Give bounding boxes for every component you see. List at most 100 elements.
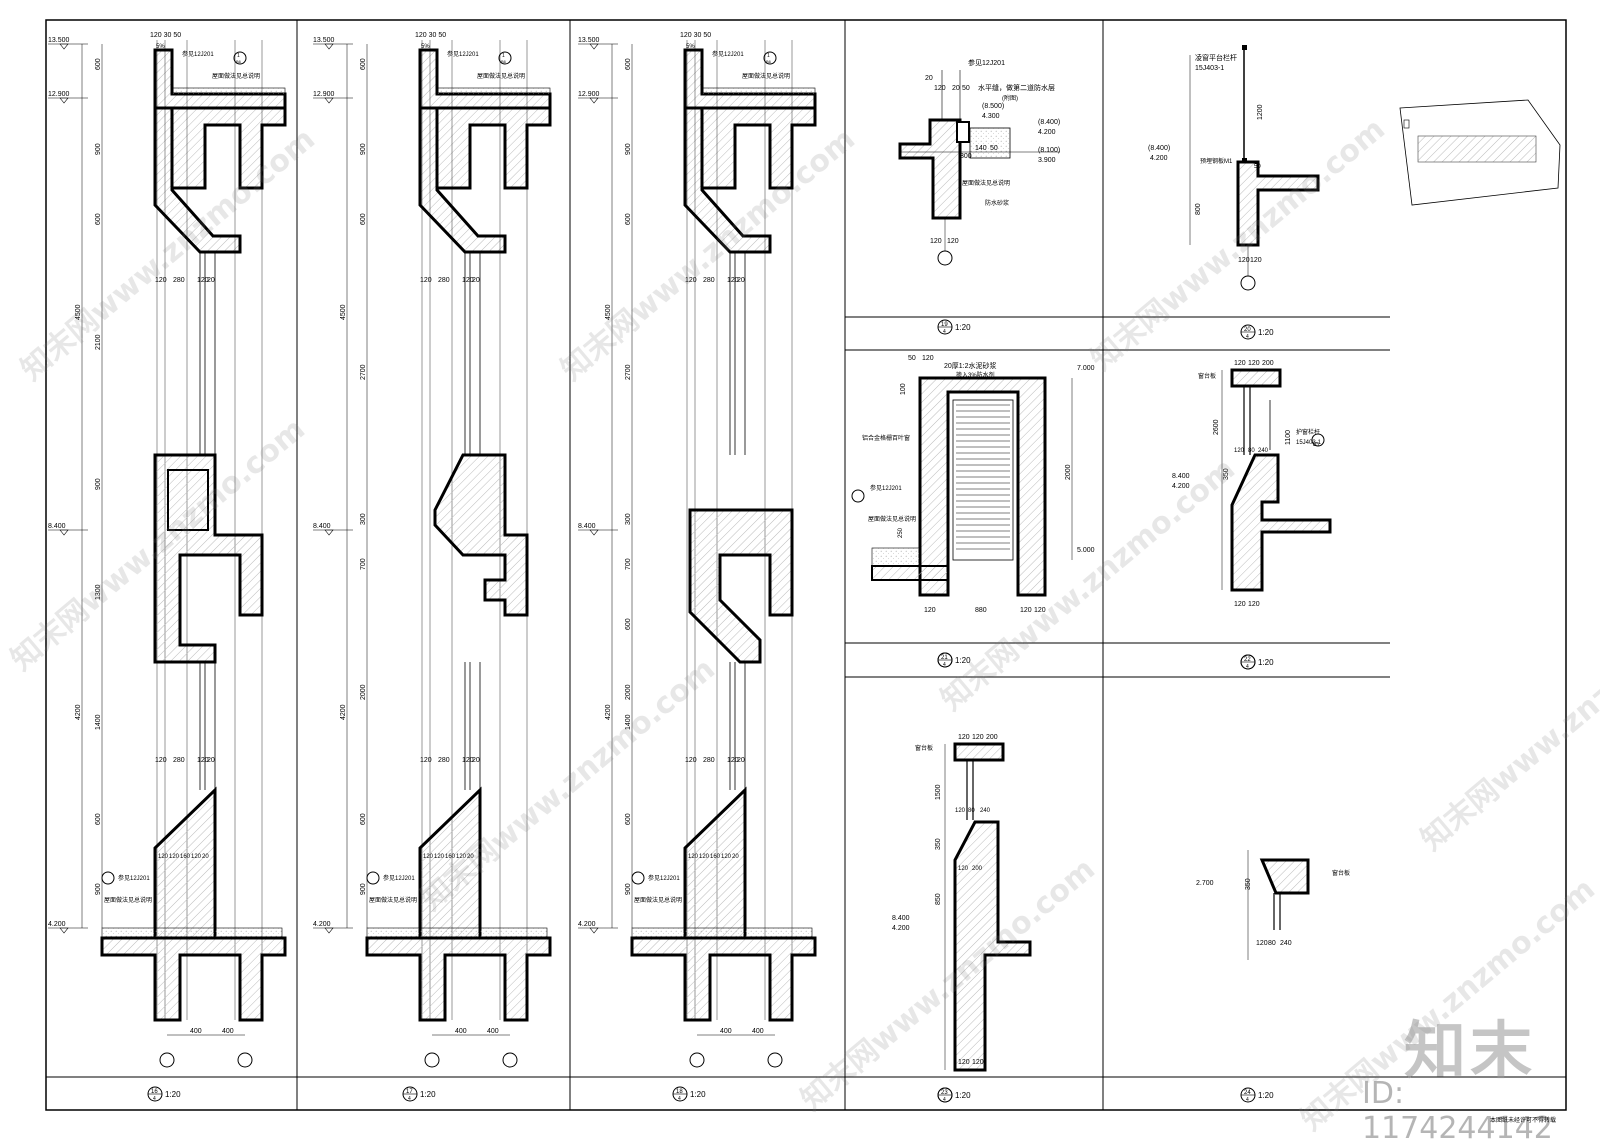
- p23-dim-m3: 240: [980, 808, 991, 814]
- title-sheet-20: 4: [1246, 334, 1249, 340]
- level-1: 12.900: [48, 91, 70, 98]
- vdim-9: 600: [360, 813, 367, 825]
- axis-a: [424, 1052, 440, 1068]
- p22-dim-t3: 200: [1262, 360, 1274, 367]
- level-mark: [589, 97, 599, 104]
- vdim-9: 600: [95, 813, 102, 825]
- p23-dim-350: 350: [935, 838, 942, 850]
- detail-20: 凌窗平台栏杆 15J403-1 1200 50 800 (8.400) 4.20…: [1148, 45, 1320, 291]
- hdim-1-2: 120: [727, 757, 739, 764]
- axis-dim-a: 400: [455, 1028, 467, 1035]
- vdim-11: 600: [625, 813, 632, 825]
- p20-note-rail: 凌窗平台栏杆: [1195, 53, 1237, 62]
- p19-lvl-8100: (8.100): [1038, 147, 1060, 154]
- roof-note-low: 屋面做法见总说明: [634, 896, 682, 904]
- level-mark: [59, 529, 69, 536]
- p23-dim-m1: 120: [955, 808, 966, 814]
- upper-beam: [700, 106, 817, 190]
- footer-note: 本图纸未经许可不得转载: [1490, 1118, 1557, 1124]
- vdim-8: 2000: [625, 684, 632, 700]
- title-sheet-21: 4: [943, 662, 946, 668]
- p19-note-joint: 水平缝，做第二道防水层: [978, 83, 1055, 92]
- hdim-0-3: 20: [207, 277, 215, 284]
- level-mark: [589, 43, 599, 50]
- ref-circle-sheet: B6: [236, 59, 242, 64]
- top-dims: 120 30 50: [415, 32, 446, 39]
- p20-dim-1200: 1200: [1257, 104, 1264, 120]
- roof-note-top: 屋面做法见总说明: [212, 72, 260, 80]
- vdim-8: 4200: [75, 704, 82, 720]
- p19-dim-bottom-b: 120: [947, 238, 959, 245]
- vdim-5: 900: [95, 478, 102, 490]
- p21-dim-50: 50: [908, 355, 916, 362]
- vdim-3: 2100: [95, 334, 102, 350]
- hdim-1-0: 120: [420, 757, 432, 764]
- p24-dim-b2: 80: [1268, 940, 1276, 947]
- hdim-1-1: 280: [438, 757, 450, 764]
- p21-dim-100: 100: [900, 383, 907, 395]
- title-sheet-24: 4: [1246, 1097, 1249, 1103]
- p23-lvl-4200: 4.200: [892, 925, 910, 932]
- hdim-1-2: 120: [462, 757, 474, 764]
- hdim-1-2: 120: [197, 757, 209, 764]
- hdim-0-1: 280: [703, 277, 715, 284]
- axis-dim-a: 400: [720, 1028, 732, 1035]
- ref-note-top: 参见12J201: [182, 50, 214, 58]
- p20-dim-b2: 120: [1250, 257, 1262, 264]
- roof-layer: [171, 87, 286, 95]
- p21-note-ref: 参见12J201: [870, 484, 902, 492]
- p21-dim-b120c: 120: [1034, 607, 1046, 614]
- title-sheet-19: 4: [943, 329, 946, 335]
- p21-dim-b120: 120: [924, 607, 936, 614]
- title-num-24: 24: [1244, 1090, 1251, 1096]
- p22-dim-m1: 120: [1234, 448, 1245, 454]
- hdim-1-3: 20: [207, 757, 215, 764]
- hdim-0-1: 280: [173, 277, 185, 284]
- vdim-9: 1400: [625, 714, 632, 730]
- title-scale-24: 1:20: [1258, 1091, 1274, 1100]
- p19-note-mortar: 防水砂浆: [985, 199, 1009, 207]
- drawing-id: ID: 1174244142: [1362, 1076, 1553, 1146]
- vdim-7: 600: [625, 618, 632, 630]
- p23-dim-m2: 80: [968, 808, 975, 814]
- hdim-0-2: 120: [462, 277, 474, 284]
- slab-dim-4: 20: [202, 854, 209, 860]
- vdim-4: 4500: [75, 304, 82, 320]
- hdim-1-0: 120: [155, 757, 167, 764]
- vdim-2: 600: [95, 213, 102, 225]
- title-num-18: 18: [676, 1089, 683, 1095]
- level-2: 8.400: [578, 523, 596, 530]
- p19-dim-20: 20: [925, 75, 933, 82]
- slab-dim-3: 120: [456, 854, 467, 860]
- p20-note-plate: 预埋钢板M1: [1200, 157, 1233, 165]
- vdim-4: 4500: [605, 304, 612, 320]
- axis-b: [502, 1052, 518, 1068]
- hdim-0-0: 120: [155, 277, 167, 284]
- vdim-2: 600: [360, 213, 367, 225]
- p22-dim-1100: 1100: [1285, 430, 1292, 445]
- p21-lvl-5000: 5.000: [1077, 547, 1095, 554]
- p20-lvl-8400: (8.400): [1148, 145, 1170, 152]
- p22-lvl-4200: 4.200: [1172, 483, 1190, 490]
- roof-note-low: 屋面做法见总说明: [104, 896, 152, 904]
- p20-dim-b1: 120: [1238, 257, 1250, 264]
- slope: 5%: [156, 44, 165, 50]
- detail-21: 50 120 100 20厚1:2水泥砂浆 掺入3%防水剂 铝合金格栅百叶窗 7…: [851, 355, 1095, 668]
- level-mark: [324, 43, 334, 50]
- level-0: 13.500: [578, 37, 600, 44]
- p21-dim-880: 880: [975, 607, 987, 614]
- upper-beam: [435, 106, 552, 190]
- lower-beam: [630, 936, 817, 1022]
- p22-dim-b2: 120: [1248, 601, 1260, 608]
- p22-note-ref: B5: [1313, 442, 1319, 448]
- slab-dim-1: 120: [434, 854, 445, 860]
- ref-circle-low: [631, 871, 645, 885]
- ref-note-low: 参见12J201: [383, 874, 415, 882]
- vdim-4: 4500: [340, 304, 347, 320]
- hdim-0-2: 120: [197, 277, 209, 284]
- level-mark: [324, 97, 334, 104]
- level-0: 13.500: [313, 37, 335, 44]
- level-3: 4.200: [48, 921, 66, 928]
- title-scale-21: 1:20: [955, 656, 971, 665]
